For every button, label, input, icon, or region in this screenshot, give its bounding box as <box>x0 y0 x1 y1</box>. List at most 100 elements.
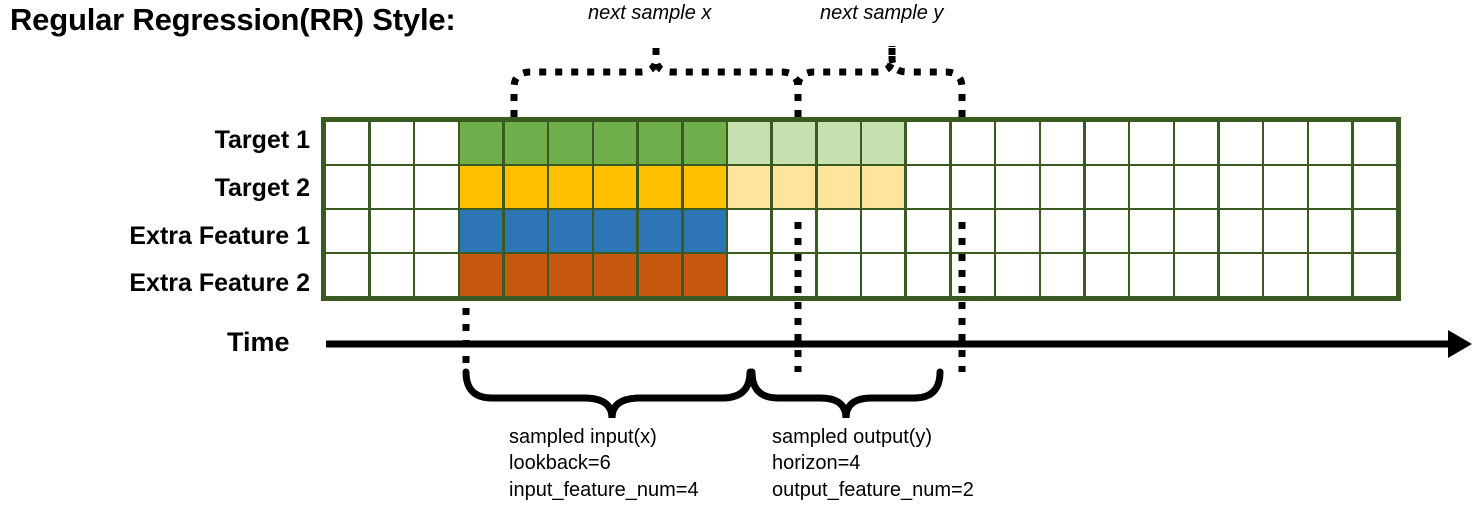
grid-cell <box>1264 166 1307 208</box>
grid-cell <box>1041 122 1084 164</box>
grid-cell <box>1175 254 1218 296</box>
grid-cell <box>1130 210 1173 252</box>
brace-sampled-input <box>462 368 754 419</box>
grid-cell <box>326 210 369 252</box>
brace-next-sample-y-left <box>794 46 896 117</box>
timeline-grid <box>321 117 1401 301</box>
grid-cell-output <box>862 166 905 208</box>
grid-cell-input <box>683 210 726 252</box>
grid-cell-input <box>549 210 592 252</box>
grid-cell <box>996 166 1039 208</box>
grid-cell <box>1353 166 1396 208</box>
grid-cell <box>370 254 413 296</box>
grid-cell <box>1085 166 1128 208</box>
brace-next-sample-x-right <box>652 46 802 117</box>
grid-cell <box>415 166 458 208</box>
caption-input-line2: lookback=6 <box>509 452 611 475</box>
caption-output-line3: output_feature_num=2 <box>772 478 974 501</box>
grid-cell <box>862 210 905 252</box>
grid-cell <box>415 122 458 164</box>
grid-cell <box>996 122 1039 164</box>
grid-cell <box>1264 254 1307 296</box>
grid-cell <box>1130 254 1173 296</box>
grid-cell <box>370 122 413 164</box>
grid-cell <box>370 210 413 252</box>
grid-cell-input <box>504 210 547 252</box>
time-axis-label: Time <box>227 327 290 357</box>
grid-cell <box>728 254 771 296</box>
grid-cell <box>951 122 994 164</box>
grid-cell <box>906 254 950 296</box>
brace-next-sample-x-left <box>510 46 660 117</box>
grid-cell <box>326 122 369 164</box>
grid-cell-input <box>460 254 503 296</box>
grid-cell-input <box>683 254 726 296</box>
grid-cell <box>1219 210 1262 252</box>
grid-cell <box>1353 210 1396 252</box>
grid-cell-input <box>504 122 547 164</box>
grid-cell <box>370 166 413 208</box>
grid-cell <box>728 210 771 252</box>
annotation-next-sample-x: next sample x <box>588 2 712 24</box>
grid-cell <box>326 254 369 296</box>
grid-cell <box>1041 210 1084 252</box>
caption-output-line2: horizon=4 <box>772 452 861 475</box>
grid-cell <box>1264 210 1307 252</box>
annotation-next-sample-y: next sample y <box>820 2 944 24</box>
grid-cell-output <box>772 166 816 208</box>
grid-cell <box>996 210 1039 252</box>
row-label-extra-feature-2: Extra Feature 2 <box>129 269 310 297</box>
brace-sampled-output <box>748 368 944 419</box>
grid-cell <box>817 210 860 252</box>
arrow-right-icon <box>1448 330 1472 358</box>
grid-cell-input <box>549 122 592 164</box>
grid-cell-input <box>638 210 681 252</box>
caption-input-line3: input_feature_num=4 <box>509 478 699 501</box>
grid-cell-input <box>638 122 681 164</box>
grid-cell <box>1353 254 1396 296</box>
grid-cell <box>326 166 369 208</box>
grid-cell <box>1175 210 1218 252</box>
caption-input-line1: sampled input(x) <box>509 426 657 448</box>
grid-cell-input <box>594 210 637 252</box>
grid-cell-input <box>683 122 726 164</box>
grid-cell-input <box>549 254 592 296</box>
row-label-extra-feature-1: Extra Feature 1 <box>129 222 310 250</box>
grid-cell <box>906 166 950 208</box>
grid-cell <box>1309 210 1352 252</box>
grid-cell <box>415 210 458 252</box>
grid-cell <box>1041 166 1084 208</box>
grid-cell <box>1264 122 1307 164</box>
grid-cell <box>772 254 816 296</box>
grid-cell <box>1309 166 1352 208</box>
grid-cell <box>1175 122 1218 164</box>
grid-cell <box>1085 122 1128 164</box>
grid-cell-input <box>460 210 503 252</box>
grid-row-extra-feature-2 <box>326 254 1396 296</box>
grid-cell <box>996 254 1039 296</box>
time-axis-arrow <box>326 330 1472 358</box>
grid-cell-output <box>817 166 860 208</box>
grid-row-target-2 <box>326 166 1396 210</box>
grid-cell-input <box>504 166 547 208</box>
grid-cell-output <box>862 122 905 164</box>
grid-cell <box>1219 122 1262 164</box>
grid-cell-output <box>728 122 771 164</box>
grid-cell-input <box>638 166 681 208</box>
brace-next-sample-y-right <box>888 46 966 117</box>
grid-cell <box>1309 254 1352 296</box>
grid-cell-output <box>728 166 771 208</box>
grid-cell-output <box>817 122 860 164</box>
grid-cell-input <box>683 166 726 208</box>
grid-cell <box>415 254 458 296</box>
grid-cell <box>817 254 860 296</box>
row-label-target-2: Target 2 <box>214 174 310 202</box>
grid-cell <box>951 166 994 208</box>
grid-cell <box>1353 122 1396 164</box>
grid-cell <box>862 254 905 296</box>
grid-cell <box>951 254 994 296</box>
grid-row-target-1 <box>326 122 1396 166</box>
grid-cell <box>1130 122 1173 164</box>
grid-cell <box>1130 166 1173 208</box>
